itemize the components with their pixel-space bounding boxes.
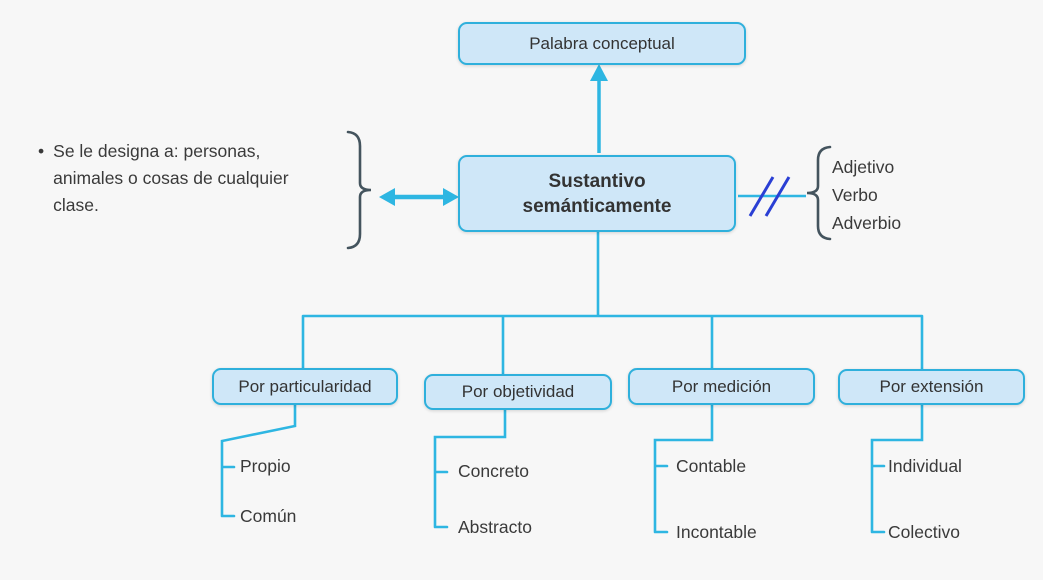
word-class-item: Verbo <box>832 185 878 205</box>
leaf-contable: Contable <box>676 456 747 476</box>
word-class-list: Adjetivo Verbo Adverbio <box>832 153 901 237</box>
word-class-item: Adjetivo <box>832 157 895 177</box>
double-arrow-icon <box>379 188 459 206</box>
node-sustantivo-semanticamente: Sustantivo semánticamente <box>458 155 736 232</box>
leaf-individual: Individual <box>888 456 962 476</box>
node-label: Por extensión <box>879 377 984 396</box>
node-label-line2: semánticamente <box>522 195 672 217</box>
definition-line: clase. <box>53 195 99 215</box>
leaf-incontable: Incontable <box>676 522 757 542</box>
word-class-item: Adverbio <box>832 213 902 233</box>
right-curly-brace <box>806 145 832 241</box>
definition-note: • Se le designa a: personas, animales o … <box>38 138 353 219</box>
tree-connectors <box>301 229 924 376</box>
node-por-medicion: Por medición <box>628 368 815 405</box>
node-label: Por particularidad <box>238 376 372 396</box>
node-por-extension: Por extensión <box>838 369 1025 405</box>
bullet-point: • <box>38 141 45 161</box>
up-arrow-icon <box>590 64 608 153</box>
definition-line: Se le designa a: personas, <box>53 141 261 161</box>
node-label: Palabra conceptual <box>529 33 675 53</box>
leaf-comun: Común <box>240 506 297 526</box>
node-label-line1: Sustantivo <box>548 170 646 192</box>
leaf-abstracto: Abstracto <box>458 517 532 537</box>
node-label: Por objetividad <box>461 382 575 401</box>
node-label: Por medición <box>671 376 772 396</box>
definition-note-text: Se le designa a: personas, animales o co… <box>53 138 288 219</box>
double-slash-icon <box>748 176 791 217</box>
node-palabra-conceptual: Palabra conceptual <box>458 22 746 65</box>
leaf-concreto: Concreto <box>458 461 530 481</box>
node-por-particularidad: Por particularidad <box>212 368 398 405</box>
definition-line: animales o cosas de cualquier <box>53 168 289 188</box>
leaf-colectivo: Colectivo <box>888 522 960 542</box>
node-por-objetividad: Por objetividad <box>424 374 612 410</box>
leaf-propio: Propio <box>240 456 291 476</box>
